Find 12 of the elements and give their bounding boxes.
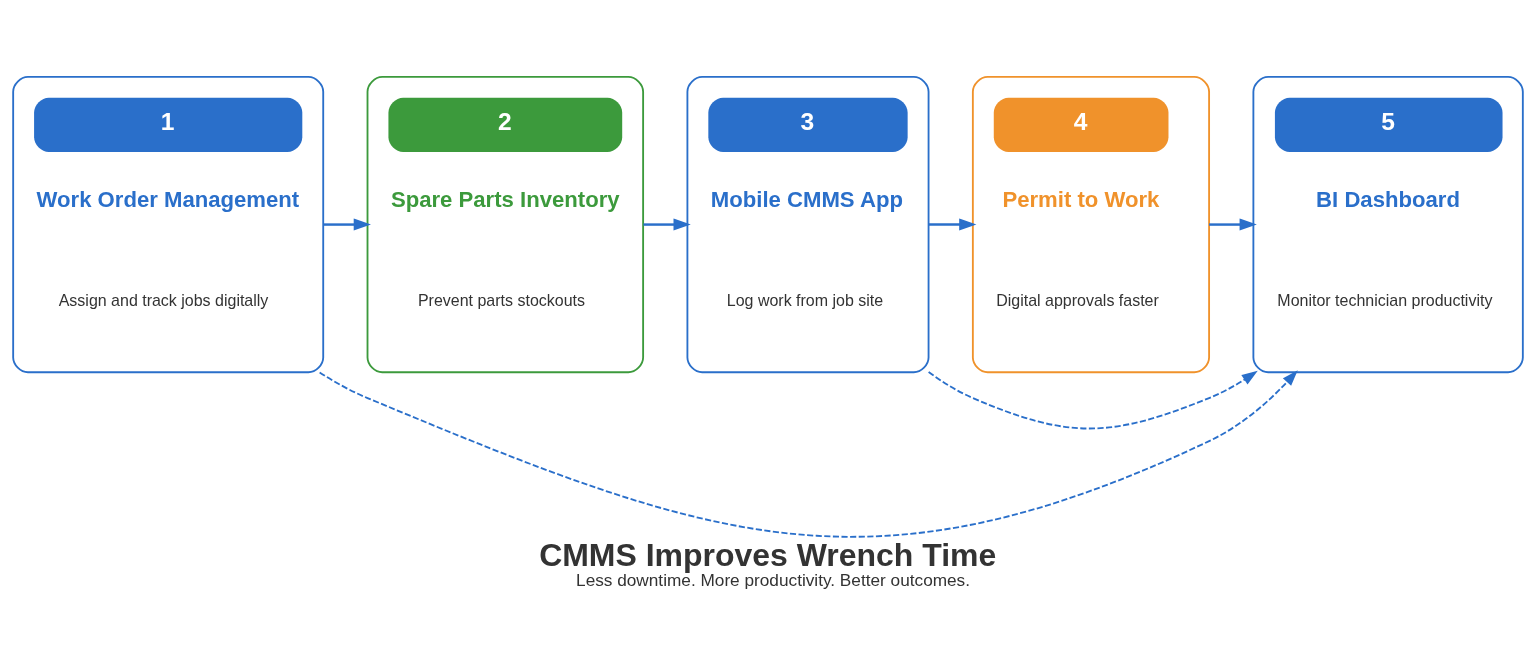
node-box: 3 Mobile CMMS App Log work from job site bbox=[686, 75, 930, 373]
arrow bbox=[927, 370, 1258, 429]
arrow bbox=[323, 218, 371, 231]
diagram-title: CMMS Improves Wrench Time bbox=[539, 536, 997, 573]
node-box: 5 BI Dashboard Monitor technician productivity bbox=[1252, 75, 1524, 373]
node-box: 4 Permit to Work Digital approvals faster bbox=[971, 75, 1210, 373]
arrow bbox=[643, 218, 691, 231]
arrow bbox=[928, 218, 977, 231]
node-box: 1 Work Order Management Assign and track jobs digitally bbox=[12, 75, 325, 373]
arrow bbox=[1209, 218, 1257, 231]
arrow bbox=[318, 369, 1298, 538]
node-box: 2 Spare Parts Inventory Prevent parts stockouts bbox=[366, 75, 645, 373]
